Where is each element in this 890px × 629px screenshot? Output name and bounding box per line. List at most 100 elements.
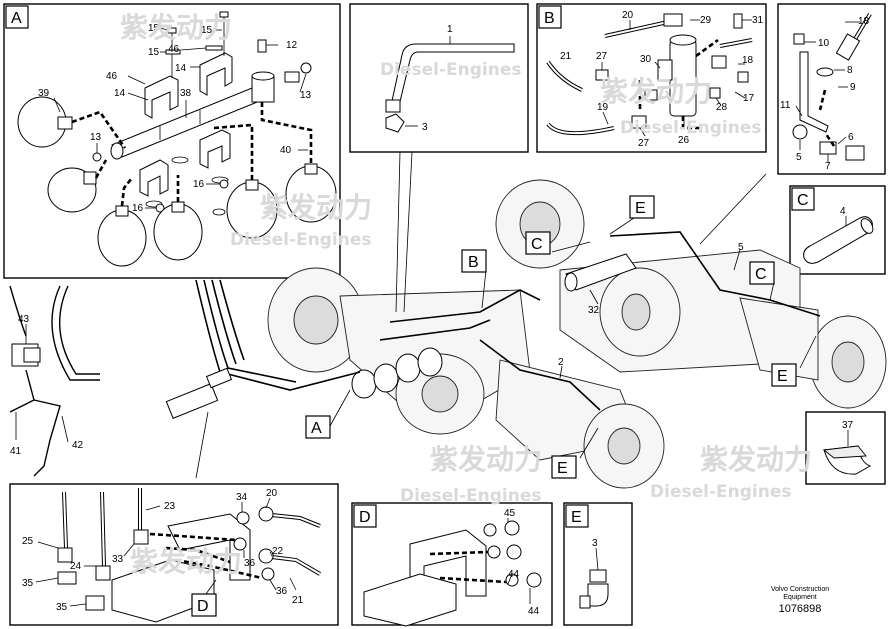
part-label-17: 17 xyxy=(743,93,755,104)
footer-equipment: Equipment xyxy=(783,594,817,601)
panel-sensor-bracket: 18 10 8 9 11 6 5 7 xyxy=(777,3,886,175)
part-label-39: 39 xyxy=(38,88,50,99)
part-label-16: 16 xyxy=(132,203,144,214)
part-label-20: 20 xyxy=(266,488,278,499)
panel-d-title: D xyxy=(359,509,371,526)
panel-b-badge xyxy=(538,5,562,29)
callout-e-right xyxy=(771,363,797,387)
panel-e-badge xyxy=(565,504,589,528)
part-label-14: 14 xyxy=(175,63,187,74)
callout-a xyxy=(305,415,331,439)
part-label-2: 2 xyxy=(558,357,564,368)
panel-a-frame xyxy=(3,3,341,279)
callout-e-bottom xyxy=(551,455,577,479)
callout-d xyxy=(191,593,217,617)
part-label-45: 45 xyxy=(504,508,516,519)
part-label-20: 20 xyxy=(622,10,634,21)
part-label-13: 13 xyxy=(300,90,312,101)
panel-d-frame xyxy=(351,502,553,626)
callout-b-text: B xyxy=(468,254,479,271)
part-label-15: 15 xyxy=(201,25,213,36)
part-label-43: 43 xyxy=(18,314,30,325)
footer-company: Volvo Construction xyxy=(770,586,830,593)
part-labels-a: 39 15 15 15 46 46 14 14 12 13 13 38 40 1… xyxy=(38,23,312,214)
callout-e-bottom-text: E xyxy=(557,460,568,477)
callout-c-left xyxy=(525,231,551,255)
panel-a-title: A xyxy=(11,10,22,27)
callout-a-text: A xyxy=(311,420,322,437)
part-label-18: 18 xyxy=(858,16,870,27)
callout-c-right xyxy=(749,261,775,285)
part-label-10: 10 xyxy=(818,38,830,49)
part-label-26: 26 xyxy=(678,135,690,146)
panel-hose-frame xyxy=(9,483,339,626)
panel-37-frame xyxy=(805,411,886,485)
part-label-38: 38 xyxy=(180,88,192,99)
main-axle-assembly: 5 32 2 xyxy=(165,151,887,489)
part-label-7: 7 xyxy=(825,161,831,172)
part-label-21: 21 xyxy=(560,51,572,62)
callout-e-top xyxy=(629,195,655,219)
part-label-30: 30 xyxy=(640,54,652,65)
panel-37: 37 xyxy=(805,411,886,485)
panel-b-frame xyxy=(536,3,767,153)
part-label-23: 23 xyxy=(164,501,176,512)
part-label-3: 3 xyxy=(422,122,428,133)
panel-b: B 20 29 31 21 27 30 18 xyxy=(536,3,767,153)
panel-d: D 45 44 44 xyxy=(351,502,553,627)
part-label-44: 44 xyxy=(528,606,540,617)
leaders-a xyxy=(53,27,308,209)
part-label-15: 15 xyxy=(148,23,160,34)
callout-c-right-text: C xyxy=(755,266,767,283)
part-label-31: 31 xyxy=(752,15,764,26)
part-label-4: 4 xyxy=(840,206,846,217)
part-label-9: 9 xyxy=(850,82,856,93)
panel-pipe-frame xyxy=(349,3,529,153)
callout-c-left-text: C xyxy=(531,236,543,253)
panel-pipe: 1 3 xyxy=(349,3,529,153)
clamps xyxy=(139,52,233,216)
part-label-3: 3 xyxy=(592,538,598,549)
panel-e-frame xyxy=(563,502,633,626)
part-label-1: 1 xyxy=(447,24,453,35)
part-label-32: 32 xyxy=(588,305,600,316)
panel-hose-detail: 23 34 20 25 24 33 22 36 36 35 35 21 D xyxy=(9,483,339,626)
part-label-41: 41 xyxy=(10,446,22,457)
callout-boxes: B A C C E E E xyxy=(305,195,797,479)
callout-d-text: D xyxy=(197,598,209,615)
part-label-8: 8 xyxy=(847,65,853,76)
part-label-36: 36 xyxy=(244,558,256,569)
part-label-46: 46 xyxy=(168,44,180,55)
part-label-37: 37 xyxy=(842,420,854,431)
part-label-35: 35 xyxy=(56,602,68,613)
callout-b xyxy=(461,249,487,273)
panel-sensor-frame xyxy=(777,3,886,175)
part-label-13: 13 xyxy=(90,132,102,143)
callout-e-right-text: E xyxy=(777,368,788,385)
footer-block: Volvo Construction Equipment 1076898 xyxy=(740,586,860,616)
part-label-46: 46 xyxy=(106,71,118,82)
part-label-5: 5 xyxy=(738,242,744,253)
part-label-33: 33 xyxy=(112,554,124,565)
accumulators xyxy=(17,96,337,267)
harness-detail: 43 41 42 xyxy=(9,285,100,477)
panel-c-badge xyxy=(791,187,815,211)
part-label-25: 25 xyxy=(22,536,34,547)
panel-e: E 3 xyxy=(563,502,633,626)
panel-c-frame xyxy=(789,185,886,275)
panel-e-title: E xyxy=(571,509,582,526)
part-label-12: 12 xyxy=(286,40,298,51)
manifold-bar xyxy=(110,71,300,160)
part-label-21: 21 xyxy=(292,595,304,606)
part-label-6: 6 xyxy=(848,132,854,143)
part-label-18: 18 xyxy=(742,55,754,66)
part-label-27: 27 xyxy=(638,138,650,149)
panel-c: C 4 xyxy=(789,185,886,275)
panel-c-title: C xyxy=(797,192,809,209)
part-label-19: 19 xyxy=(597,102,609,113)
part-label-22: 22 xyxy=(272,546,284,557)
footer-part-number: 1076898 xyxy=(778,603,822,615)
part-label-34: 34 xyxy=(236,492,248,503)
part-label-36: 36 xyxy=(276,586,288,597)
